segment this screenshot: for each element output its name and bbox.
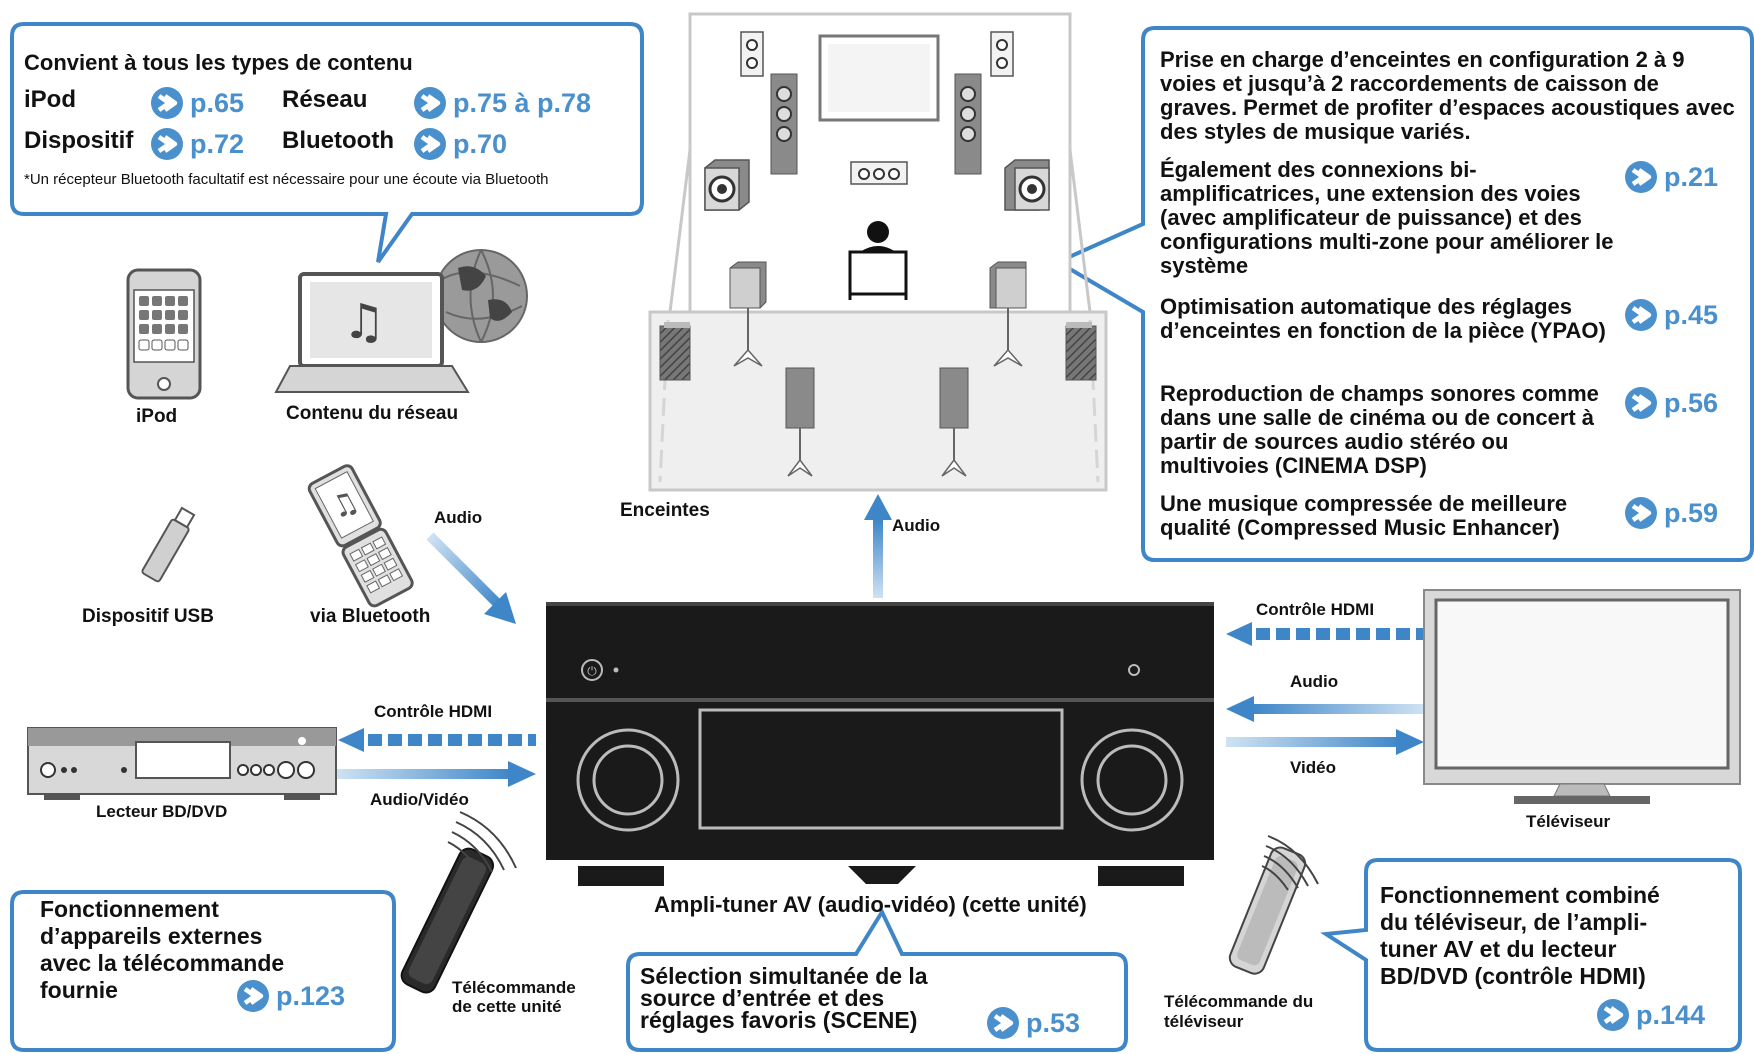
- remote-icon: [1228, 835, 1319, 975]
- ref-link-cme[interactable]: p.59: [1624, 496, 1718, 530]
- label-remote-unit-line1: Télécommande: [452, 978, 576, 997]
- features-intro: Prise en charge d’enceintes en configura…: [1160, 47, 1735, 144]
- laptop-icon: ♫: [274, 272, 470, 393]
- ref-link-network[interactable]: p.75 à p.78: [413, 86, 591, 120]
- content-item-network-label: Réseau: [282, 86, 368, 113]
- hdmi-box-line1: Fonctionnement combiné: [1380, 882, 1660, 908]
- hdmi-callout-box: [1320, 858, 1742, 1052]
- remote-box-line1: Fonctionnement: [40, 896, 219, 922]
- ref-link-scene[interactable]: p.53: [986, 1006, 1080, 1040]
- ref-link-remote[interactable]: p.123: [236, 979, 345, 1013]
- remote-icon: [400, 811, 517, 994]
- content-item-bluetooth-label: Bluetooth: [282, 127, 394, 154]
- label-bluetooth: via Bluetooth: [310, 606, 431, 627]
- svg-text:⏻: ⏻: [587, 664, 597, 678]
- remote-box-line3: avec la télécommande: [40, 950, 285, 976]
- globe-icon: [434, 249, 528, 343]
- ipod-icon: [126, 268, 202, 400]
- content-callout-box: [10, 22, 644, 264]
- bluetooth-note: *Un récepteur Bluetooth facultatif est n…: [24, 171, 549, 188]
- label-audio-up: Audio: [892, 516, 941, 535]
- hdmi-box-line4: BD/DVD (contrôle HDMI): [1380, 963, 1646, 989]
- ref-link-ipod[interactable]: p.65: [150, 86, 244, 120]
- remote-callout-box: [10, 890, 396, 1052]
- hdmi-box-line3: tuner AV et du lecteur: [1380, 936, 1617, 962]
- page-arrow-icon: [986, 1006, 1020, 1040]
- label-tv: Téléviseur: [1526, 812, 1611, 831]
- label-bd-player: Lecteur BD/DVD: [96, 802, 228, 821]
- scene-box-line1: Sélection simultanée de la: [640, 963, 928, 989]
- content-item-device-label: Dispositif: [24, 127, 134, 154]
- ref-link-device[interactable]: p.72: [150, 127, 244, 161]
- scene-box-line2: source d’entrée et des: [640, 985, 885, 1011]
- label-remote-unit-line2: de cette unité: [452, 997, 562, 1016]
- remote-box-line4: fournie: [40, 977, 118, 1003]
- page-arrow-icon: [150, 127, 184, 161]
- label-remote-tv-line1: Télécommande du: [1164, 992, 1314, 1011]
- feature-ypao-text: Optimisation automatique des réglages d’…: [1160, 294, 1606, 343]
- page-arrow-icon: [1624, 386, 1658, 420]
- page-arrow-icon: [413, 127, 447, 161]
- ref-link-biamp[interactable]: p.21: [1624, 160, 1718, 194]
- ref-link-bluetooth[interactable]: p.70: [413, 127, 507, 161]
- label-usb-device: Dispositif USB: [82, 606, 214, 627]
- page-arrow-icon: [1596, 998, 1630, 1032]
- page-arrow-icon: [1624, 496, 1658, 530]
- listener-icon: [848, 221, 908, 300]
- label-network-content: Contenu du réseau: [286, 403, 459, 424]
- label-ipod: iPod: [136, 406, 178, 427]
- label-hdmi-control-bd: Contrôle HDMI: [374, 702, 493, 721]
- ref-link-ypao[interactable]: p.45: [1624, 298, 1718, 332]
- label-hdmi-control-tv: Contrôle HDMI: [1256, 600, 1375, 619]
- label-audio-bluetooth: Audio: [434, 508, 483, 527]
- usb-icon: [141, 506, 196, 583]
- tv-icon: [1423, 589, 1741, 804]
- remote-box-line2: d’appareils externes: [40, 923, 263, 949]
- label-remote-tv-line2: téléviseur: [1164, 1012, 1244, 1031]
- speaker-room-icon: [648, 12, 1108, 492]
- page-arrow-icon: [1624, 160, 1658, 194]
- content-box-title: Convient à tous les types de contenu: [24, 50, 413, 75]
- page-arrow-icon: [150, 86, 184, 120]
- label-audio-video-bd: Audio/Vidéo: [370, 790, 469, 809]
- page-arrow-icon: [1624, 298, 1658, 332]
- feature-cme-text: Une musique compressée de meilleure qual…: [1160, 491, 1568, 540]
- ref-link-cinema-dsp[interactable]: p.56: [1624, 386, 1718, 420]
- page-arrow-icon: [413, 86, 447, 120]
- label-receiver: Ampli-tuner AV (audio-vidéo) (cette unit…: [654, 892, 1087, 917]
- content-item-ipod-label: iPod: [24, 86, 76, 113]
- label-video-tv: Vidéo: [1290, 758, 1336, 777]
- hdmi-box-line2: du téléviseur, de l’ampli-: [1380, 909, 1648, 935]
- feature-cinema-dsp-text: Reproduction de champs sonores comme dan…: [1160, 381, 1599, 478]
- ref-link-hdmi[interactable]: p.144: [1596, 998, 1705, 1032]
- svg-text:♫: ♫: [342, 294, 385, 350]
- receiver-icon: ⏻: [546, 602, 1214, 886]
- bd-player-icon: [27, 727, 337, 800]
- page-arrow-icon: [236, 979, 270, 1013]
- phone-icon: ♫: [307, 464, 414, 608]
- feature-biamp-text: Également des connexions bi-amplificatri…: [1160, 157, 1614, 278]
- label-speakers: Enceintes: [620, 500, 710, 521]
- label-audio-tv: Audio: [1290, 672, 1339, 691]
- features-callout-box: [1053, 26, 1754, 562]
- scene-box-line3: réglages favoris (SCENE): [640, 1007, 918, 1033]
